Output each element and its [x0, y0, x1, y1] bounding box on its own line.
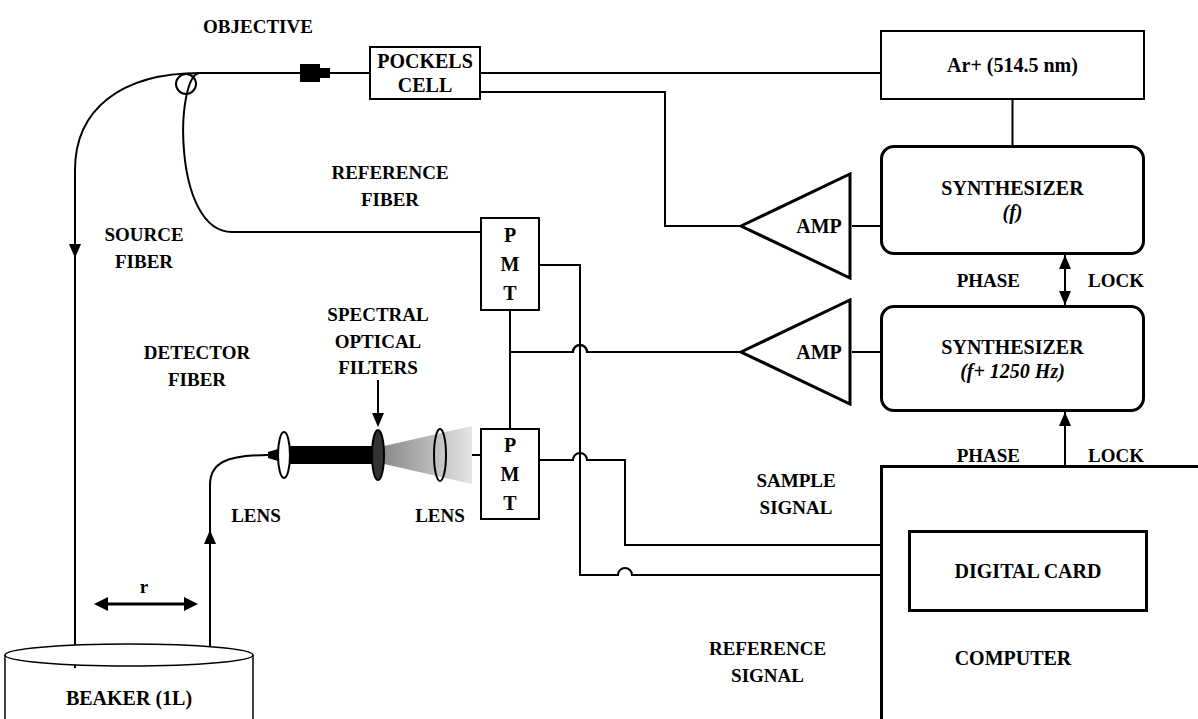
node-text: BEAKER (1L)	[66, 686, 192, 710]
pmt-box: P M T	[480, 217, 540, 311]
laser-box: Ar+ (514.5 nm)	[880, 30, 1145, 100]
connector	[481, 92, 740, 226]
synthesizer-box: SYNTHESIZER(f+ 1250 Hz)	[880, 305, 1145, 412]
connector-line	[1012, 100, 1014, 145]
node-text: POCKELS CELL	[371, 49, 479, 97]
part-label: PHASE	[930, 443, 1020, 470]
connector	[1059, 255, 1071, 305]
connector-line	[540, 265, 908, 575]
light-beam	[384, 426, 472, 484]
node-text: Ar+ (514.5 nm)	[947, 53, 1078, 77]
part-label: PHASE	[930, 268, 1020, 295]
arrowhead	[1059, 255, 1071, 269]
node-text: AMP	[750, 214, 842, 238]
connector	[852, 352, 880, 353]
arrowhead	[204, 530, 216, 544]
part-label: OBJECTIVE	[188, 14, 328, 41]
node-text: COMPUTER	[883, 646, 1143, 670]
arrowhead	[94, 597, 108, 611]
amplifier-triangle: AMP	[740, 172, 852, 280]
objective-connector	[300, 64, 320, 82]
connector	[204, 455, 480, 658]
part-label: SPECTRAL OPTICAL FILTERS	[316, 302, 440, 382]
arrowhead	[1059, 291, 1071, 305]
connector-line	[210, 455, 480, 658]
connector-line	[540, 453, 908, 545]
fiber-loop	[176, 74, 196, 94]
fiber-bundle	[288, 446, 374, 464]
connector-line	[75, 73, 369, 668]
connector	[540, 265, 908, 581]
node-text: SYNTHESIZER	[941, 176, 1083, 200]
node-text: (f+ 1250 Hz)	[960, 359, 1065, 383]
amplifier-outline	[741, 300, 850, 404]
connector	[510, 311, 740, 352]
part-label: LENS	[410, 503, 470, 530]
part-label: LENS	[226, 503, 286, 530]
leader-line	[377, 380, 379, 414]
node-text: DIGITAL CARD	[955, 559, 1102, 583]
node-text: P M T	[500, 221, 520, 308]
lens	[434, 429, 446, 481]
connector	[540, 453, 908, 551]
connector	[481, 73, 880, 74]
part-label: SOURCE FIBER	[90, 222, 198, 275]
distance-arrow	[106, 603, 186, 606]
connector	[852, 226, 880, 227]
signal-label: REFERENCE SIGNAL	[695, 636, 840, 689]
connector	[69, 73, 369, 668]
arrowhead	[184, 597, 198, 611]
objective-connector	[320, 68, 330, 78]
node-text: P M T	[500, 431, 520, 518]
node-text: SYNTHESIZER	[941, 335, 1083, 359]
lens	[278, 432, 290, 478]
node-text: (f)	[1003, 200, 1023, 224]
connector	[510, 345, 740, 428]
modulator-box: POCKELS CELL	[369, 46, 481, 100]
amplifier-triangle: AMP	[740, 298, 852, 406]
optical-filter	[372, 430, 384, 480]
part-label: r	[134, 574, 154, 601]
pmt-box: P M T	[480, 428, 540, 520]
connector-line	[510, 311, 740, 352]
card-box: DIGITAL CARD	[908, 530, 1148, 612]
connector-line	[852, 225, 880, 227]
part-label: DETECTOR FIBER	[133, 340, 261, 393]
connector-line	[481, 72, 880, 74]
connector-line	[510, 345, 740, 428]
amplifier-outline	[741, 174, 850, 278]
connector-line	[481, 92, 740, 226]
arrowhead	[69, 244, 81, 258]
synthesizer-box: SYNTHESIZER(f)	[880, 145, 1145, 255]
arrowhead	[372, 413, 384, 427]
part-label: LOCK	[1088, 268, 1168, 295]
part-label: REFERENCE FIBER	[315, 160, 465, 213]
signal-label: SAMPLE SIGNAL	[740, 468, 852, 521]
connector-line	[852, 351, 880, 353]
beaker: BEAKER (1L)	[0, 640, 258, 719]
node-text: AMP	[750, 340, 842, 364]
computer-box: COMPUTER DIGITAL CARD	[880, 465, 1198, 719]
connector	[1012, 100, 1013, 145]
arrowhead	[1059, 412, 1071, 426]
part-label: LOCK	[1088, 443, 1168, 470]
